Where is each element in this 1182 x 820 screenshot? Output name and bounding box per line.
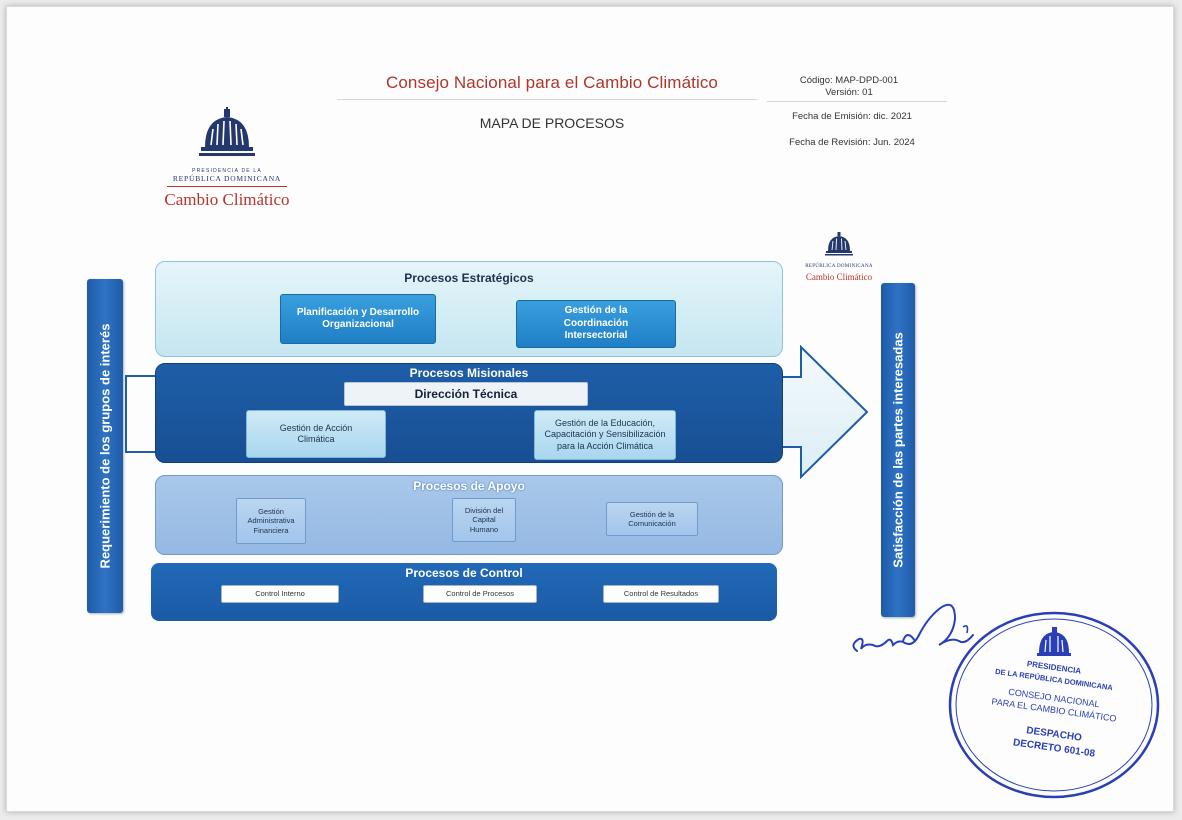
control-process-results: Control de Resultados [603,585,719,603]
revision-date: Fecha de Revisión: Jun. 2024 [789,137,915,148]
stakeholder-satisfaction-label: Satisfacción de las partes interesadas [890,332,906,568]
cambio-climatico-logo: PRESIDENCIA DE LA REPÚBLICA DOMINICANA C… [147,107,307,210]
support-process-human-capital: División del Capital Humano [452,498,516,542]
document-code: Código: MAP-DPD-001 [799,75,899,86]
header-rule-left [337,99,757,100]
logo-small-cambio-climatico: Cambio Climático [805,272,873,282]
support-process-communication: Gestión de la Comunicación [606,502,698,536]
document-version: Versión: 01 [825,87,873,98]
handwritten-signature [852,603,974,652]
government-dome-icon [199,107,255,156]
control-process-internal: Control Interno [221,585,339,603]
logo-divider [167,186,287,187]
strategic-processes-title: Procesos Estratégicos [404,271,534,285]
document-subtitle: MAPA DE PROCESOS [479,115,625,131]
government-dome-icon [825,232,853,256]
support-processes-band: Procesos de Apoyo Gestión Administrativa… [155,475,783,555]
stakeholder-satisfaction-bar: Satisfacción de las partes interesadas [881,283,915,617]
missional-processes-band: Procesos Misionales Dirección Técnica Ge… [155,363,783,463]
missional-process-education: Gestión de la Educación, Capacitación y … [534,410,676,460]
control-process-processes: Control de Procesos [423,585,537,603]
control-processes-band: Procesos de Control Control Interno Cont… [151,563,777,621]
missional-process-climate-action: Gestión de Acción Climática [246,410,386,458]
issue-date: Fecha de Emisión: dic. 2021 [792,111,912,122]
strategic-process-planning: Planificación y Desarrollo Organizaciona… [280,294,436,344]
cambio-climatico-logo-small: REPÚBLICA DOMINICANA Cambio Climático [789,231,889,282]
input-bracket [125,375,157,453]
official-stamp: PRESIDENCIA DE LA REPÚBLICA DOMINICANA C… [945,609,1163,801]
stakeholder-requirements-bar: Requerimiento de los grupos de interés [87,279,123,613]
logo-line-2: REPÚBLICA DOMINICANA [172,174,282,183]
logo-line-1: PRESIDENCIA DE LA [192,168,262,174]
missional-processes-title: Procesos Misionales [409,366,529,380]
strategic-processes-band: Procesos Estratégicos Planificación y De… [155,261,783,357]
support-process-admin-finance: Gestión Administrativa Financiera [236,498,306,544]
flow-arrow-icon [775,345,869,479]
stamp-ring [948,611,1160,799]
document-title: Consejo Nacional para el Cambio Climátic… [386,73,718,92]
support-processes-title: Procesos de Apoyo [413,479,525,493]
control-processes-title: Procesos de Control [405,566,523,580]
stakeholder-requirements-label: Requerimiento de los grupos de interés [97,323,113,569]
document-page: PRESIDENCIA DE LA REPÚBLICA DOMINICANA C… [6,6,1174,812]
strategic-process-coordination: Gestión de la Coordinación Intersectoria… [516,300,676,348]
logo-small-line-2: REPÚBLICA DOMINICANA [805,264,873,269]
technical-direction-box: Dirección Técnica [344,382,588,406]
header-rule-right [767,101,947,102]
logo-cambio-climatico: Cambio Climático [164,190,290,209]
